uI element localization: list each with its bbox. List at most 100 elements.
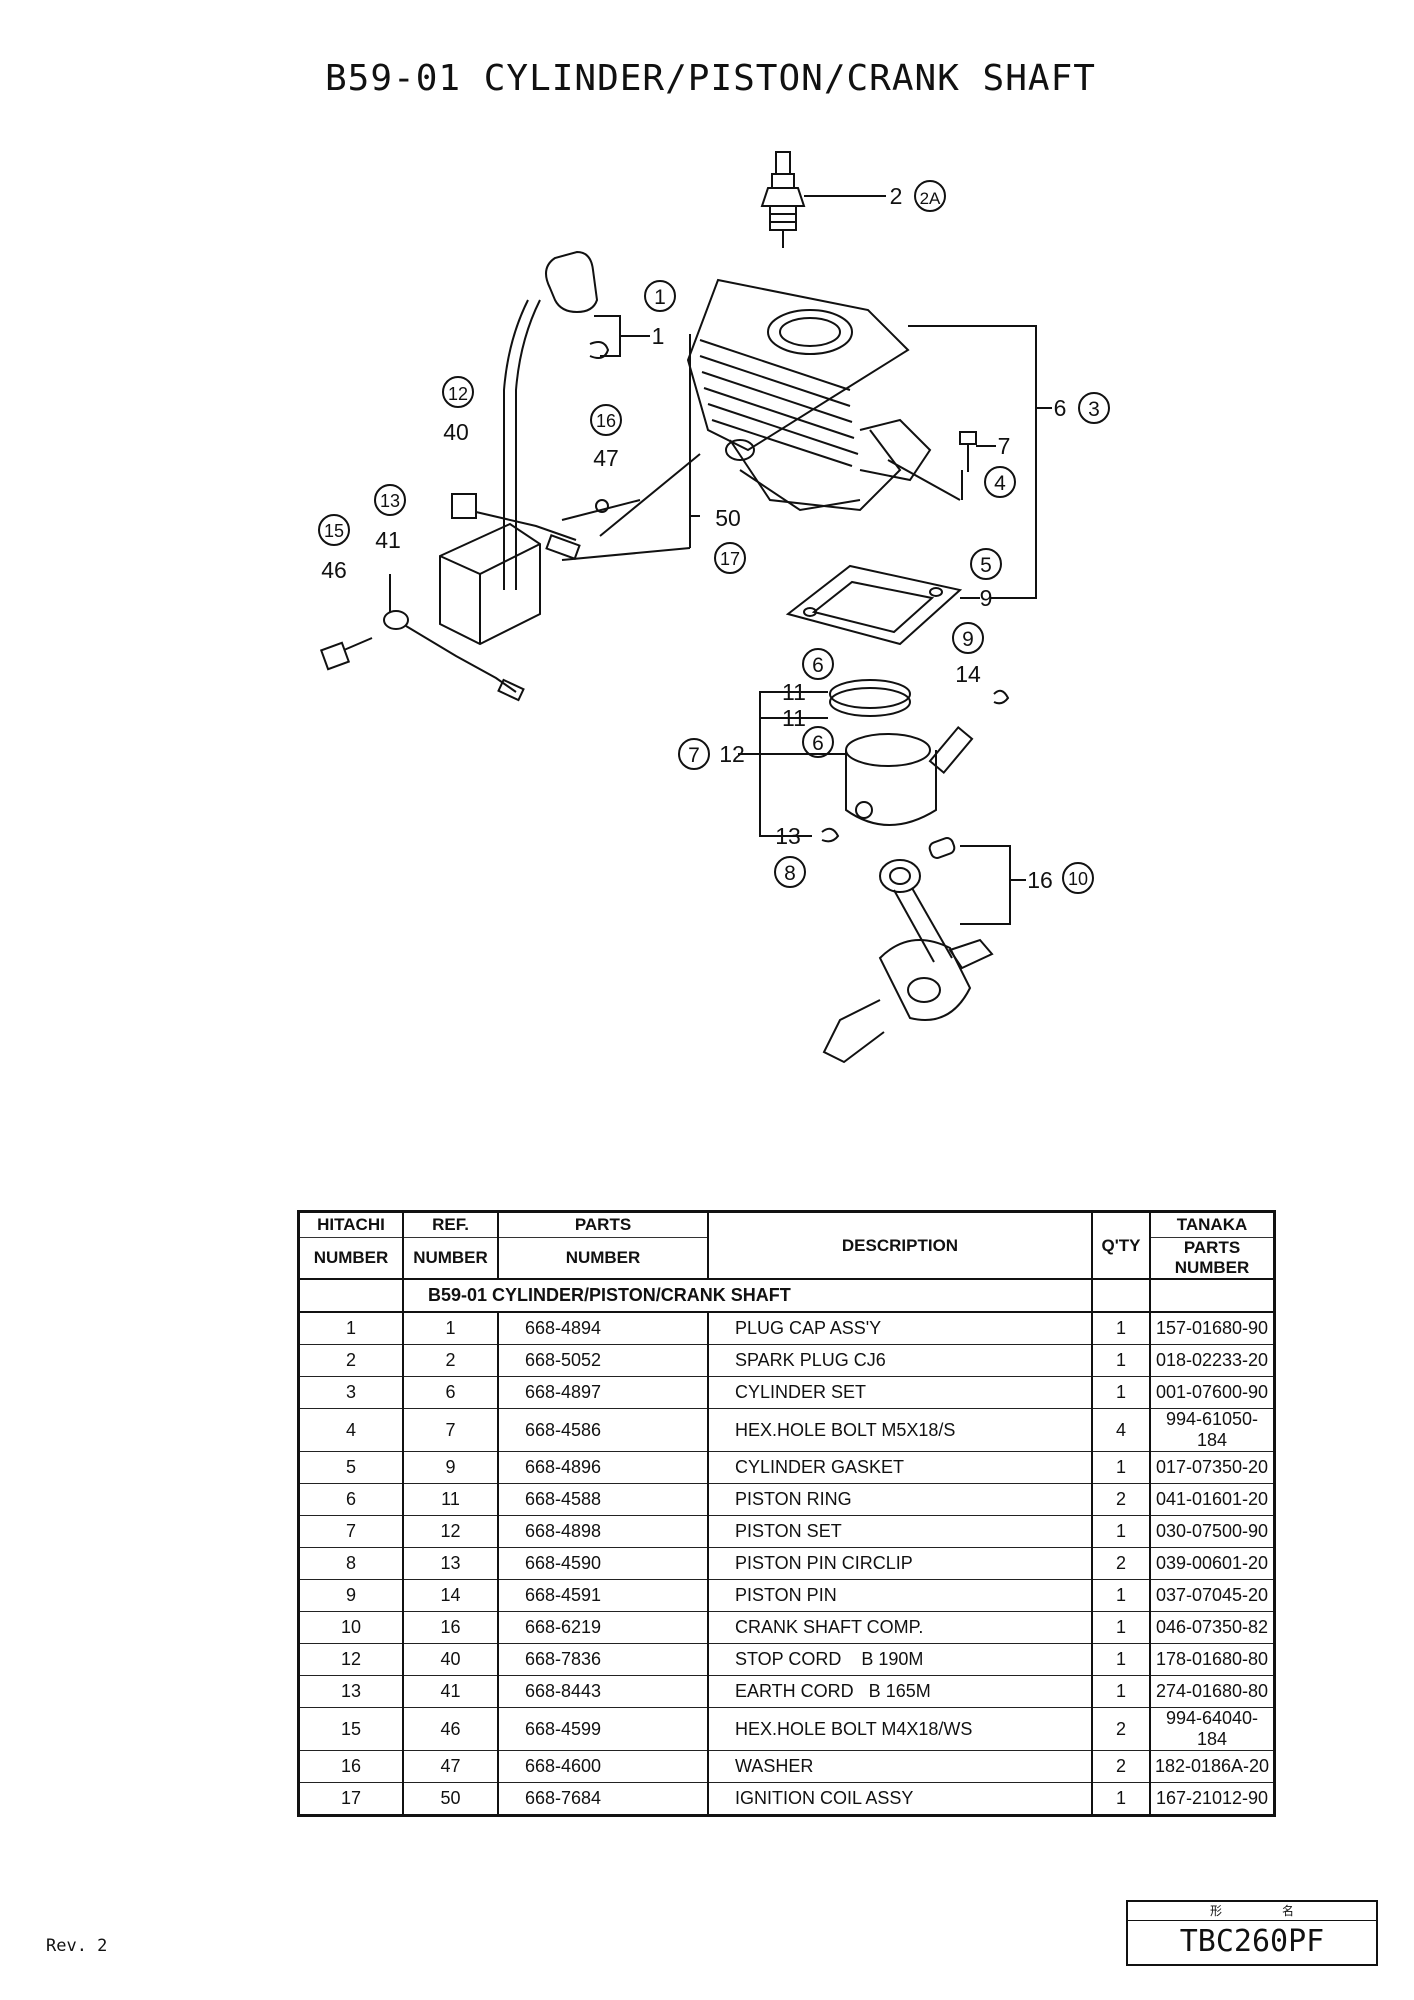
- cell-ref-number: 50: [403, 1782, 499, 1816]
- cell-quantity: 1: [1092, 1611, 1151, 1644]
- callout-7: 7: [688, 744, 700, 767]
- cell-quantity: 2: [1092, 1483, 1151, 1516]
- spark-plug-drawing: [760, 151, 806, 248]
- cell-hitachi-number: 13: [298, 1675, 404, 1708]
- cell-tanaka-parts-number: 030-07500-90: [1150, 1515, 1275, 1548]
- cell-hitachi-number: 10: [298, 1611, 404, 1644]
- cell-parts-number: 668-6219: [498, 1611, 709, 1644]
- cell-quantity: 1: [1092, 1675, 1151, 1708]
- cell-description: PISTON SET: [708, 1515, 1093, 1548]
- cell-ref-number: 1: [403, 1312, 499, 1345]
- cell-description: SPARK PLUG CJ6: [708, 1344, 1093, 1377]
- cell-hitachi-number: 16: [298, 1750, 404, 1783]
- ref-11a: 11: [782, 679, 806, 705]
- cell-hitachi-number: 15: [298, 1707, 404, 1751]
- cell-description: CYLINDER GASKET: [708, 1451, 1093, 1484]
- cylinder-gasket-drawing: [785, 564, 963, 646]
- cell-tanaka-parts-number: 046-07350-82: [1150, 1611, 1275, 1644]
- model-label-b: 名: [1282, 1904, 1355, 1918]
- cell-parts-number: 668-4586: [498, 1408, 709, 1452]
- cell-description: EARTH CORD B 165M: [708, 1675, 1093, 1708]
- earth-cord-drawing: [383, 610, 525, 702]
- callout-6b: 6: [812, 732, 824, 755]
- cell-quantity: 1: [1092, 1515, 1151, 1548]
- cell-parts-number: 668-4896: [498, 1451, 709, 1484]
- cell-description: PISTON PIN CIRCLIP: [708, 1547, 1093, 1580]
- header-ref-2: NUMBER: [403, 1237, 499, 1280]
- cell-description: PISTON PIN: [708, 1579, 1093, 1612]
- cell-hitachi-number: 7: [298, 1515, 404, 1548]
- callout-6a: 6: [812, 654, 824, 677]
- callout-9: 9: [962, 628, 974, 651]
- header-tanaka-1: TANAKA: [1150, 1211, 1275, 1238]
- cell-tanaka-parts-number: 017-07350-20: [1150, 1451, 1275, 1484]
- cell-quantity: 2: [1092, 1547, 1151, 1580]
- cell-description: CYLINDER SET: [708, 1376, 1093, 1409]
- cell-parts-number: 668-4591: [498, 1579, 709, 1612]
- cell-quantity: 1: [1092, 1643, 1151, 1676]
- piston-pin-drawing: [928, 725, 974, 775]
- ref-13: 13: [775, 823, 801, 849]
- cell-hitachi-number: 4: [298, 1408, 404, 1452]
- cell-ref-number: 2: [403, 1344, 499, 1377]
- cell-parts-number: 668-7836: [498, 1643, 709, 1676]
- cell-hitachi-number: 9: [298, 1579, 404, 1612]
- model-label-a: 形: [1209, 1904, 1282, 1918]
- section-title: B59-01 CYLINDER/PISTON/CRANK SHAFT: [403, 1279, 1093, 1313]
- ref-47: 47: [593, 445, 619, 471]
- callout-2A: 2A: [920, 189, 941, 208]
- cell-parts-number: 668-4898: [498, 1515, 709, 1548]
- table-header-row-2: NUMBER NUMBER NUMBER PARTS NUMBER: [298, 1237, 1275, 1280]
- ref-11b: 11: [782, 705, 806, 731]
- model-name: TBC260PF: [1179, 1924, 1325, 1959]
- cell-tanaka-parts-number: 041-01601-20: [1150, 1483, 1275, 1516]
- cell-ref-number: 16: [403, 1611, 499, 1644]
- section-row: B59-01 CYLINDER/PISTON/CRANK SHAFT: [298, 1279, 1275, 1313]
- model-label: 形名: [1128, 1902, 1376, 1921]
- cell-quantity: 1: [1092, 1451, 1151, 1484]
- cell-parts-number: 668-4599: [498, 1707, 709, 1751]
- cell-parts-number: 668-4590: [498, 1547, 709, 1580]
- cell-description: PLUG CAP ASS'Y: [708, 1312, 1093, 1345]
- callout-17: 17: [720, 549, 740, 569]
- cell-tanaka-parts-number: 274-01680-80: [1150, 1675, 1275, 1708]
- cell-tanaka-parts-number: 039-00601-20: [1150, 1547, 1275, 1580]
- parts-table: HITACHI REF. PARTS DESCRIPTION Q'TY TANA…: [297, 1210, 1276, 1817]
- callout-12: 12: [448, 384, 468, 404]
- cell-ref-number: 12: [403, 1515, 499, 1548]
- table-header-row-1: HITACHI REF. PARTS DESCRIPTION Q'TY TANA…: [298, 1211, 1275, 1280]
- cell-ref-number: 47: [403, 1750, 499, 1783]
- cell-tanaka-parts-number: 178-01680-80: [1150, 1643, 1275, 1676]
- crankshaft-drawing: [822, 859, 994, 1064]
- cell-tanaka-parts-number: 001-07600-90: [1150, 1376, 1275, 1409]
- callout-2: 2: [890, 183, 903, 209]
- callout-13: 13: [380, 491, 400, 511]
- cell-hitachi-number: 12: [298, 1643, 404, 1676]
- page-title: B59-01 CYLINDER/PISTON/CRANK SHAFT: [325, 58, 1096, 99]
- cell-parts-number: 668-7684: [498, 1782, 709, 1816]
- coil-bolt-drawing: [319, 637, 373, 671]
- header-ref-1: REF.: [403, 1211, 499, 1238]
- cell-ref-number: 46: [403, 1707, 499, 1751]
- ref-50: 50: [715, 505, 741, 531]
- cell-hitachi-number: 17: [298, 1782, 404, 1816]
- model-box: 形名 TBC260PF: [1126, 1900, 1378, 1966]
- cell-hitachi-number: 3: [298, 1376, 404, 1409]
- cell-parts-number: 668-4588: [498, 1483, 709, 1516]
- callout-8: 8: [784, 862, 796, 885]
- callout-15: 15: [324, 521, 344, 541]
- cell-ref-number: 7: [403, 1408, 499, 1452]
- ignition-coil-drawing: [439, 493, 581, 646]
- callout-5: 5: [980, 554, 992, 577]
- cell-parts-number: 668-8443: [498, 1675, 709, 1708]
